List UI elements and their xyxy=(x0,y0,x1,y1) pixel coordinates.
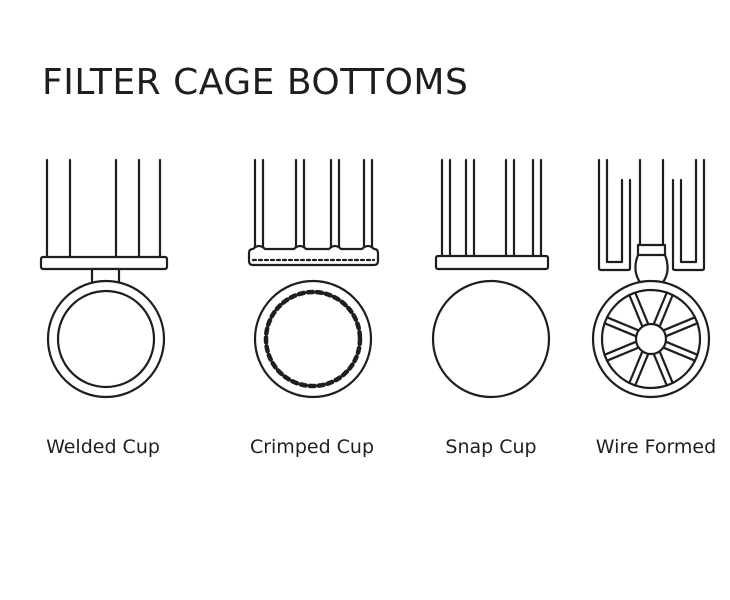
wire-formed-spoke-line xyxy=(634,291,650,325)
wire-formed-spoke-line xyxy=(658,293,674,328)
wire-formed-left-inner-loop xyxy=(605,158,624,264)
wire-formed-spoke-line xyxy=(662,346,697,362)
page-title: FILTER CAGE BOTTOMS xyxy=(42,62,469,103)
wire-formed-spoke-line xyxy=(658,350,674,385)
wire-formed-spoke-line xyxy=(662,316,697,332)
snap-cup-wires xyxy=(440,158,543,258)
wire-formed-right-loop xyxy=(671,158,706,272)
crimped-cup-wires xyxy=(253,158,374,251)
wire-formed-inner-ring xyxy=(600,288,702,390)
crimped-cup-illustration xyxy=(247,158,380,399)
wire-formed-right-inner-loop xyxy=(679,158,698,264)
label-crimped-cup: Crimped Cup xyxy=(249,436,375,458)
crimped-cup-outer-ring xyxy=(253,279,373,399)
wire-formed-spoke-line xyxy=(603,322,638,338)
wire-formed-spoke-line xyxy=(664,340,699,356)
snap-cup-plate xyxy=(434,254,550,271)
wire-formed-left-loop xyxy=(597,158,632,272)
welded-cup-outer-ring xyxy=(46,279,166,399)
snap-cup-ring xyxy=(431,279,551,399)
wire-formed-spoke-line xyxy=(628,350,644,385)
wire-formed-spoke-line xyxy=(652,353,668,387)
wire-formed-hub xyxy=(634,322,668,356)
welded-cup-wires xyxy=(45,158,162,259)
snap-cup-illustration xyxy=(431,158,551,399)
wire-formed-spoke-line xyxy=(605,316,640,332)
crimped-cup-crimp-ring xyxy=(263,289,363,389)
wire-formed-spoke-line xyxy=(605,346,640,362)
welded-cup-plate xyxy=(39,255,169,271)
wire-formed-illustration xyxy=(591,158,711,399)
label-snap-cup: Snap Cup xyxy=(445,436,537,458)
wire-formed-plate xyxy=(636,243,667,257)
wire-formed-spokes xyxy=(603,291,699,387)
crimped-cup-plate xyxy=(247,244,380,267)
wire-formed-spoke-line xyxy=(628,293,644,328)
label-welded-cup: Welded Cup xyxy=(46,436,160,458)
wire-formed-spoke-line xyxy=(603,340,638,356)
wire-formed-spoke-line xyxy=(652,291,668,325)
welded-cup-illustration xyxy=(39,158,169,399)
wire-formed-spoke-line xyxy=(634,353,650,387)
wire-formed-spoke-line xyxy=(664,322,699,338)
welded-cup-inner-ring xyxy=(56,289,156,389)
label-wire-formed: Wire Formed xyxy=(595,436,717,458)
